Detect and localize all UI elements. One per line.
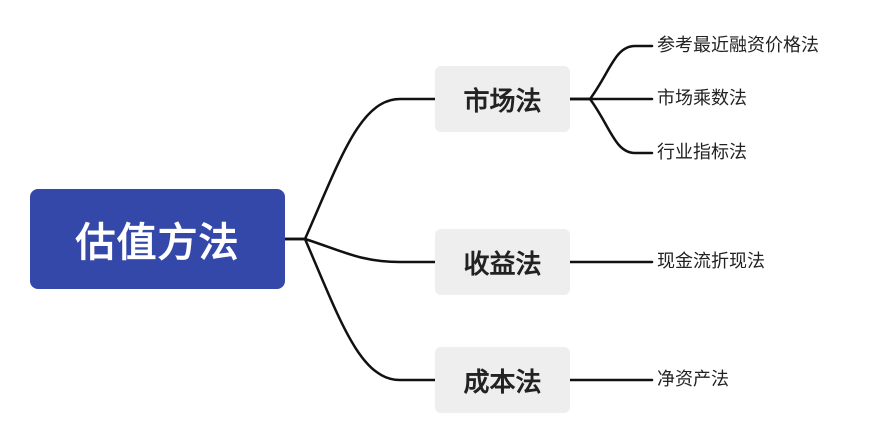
branch-label: 市场法 (463, 86, 542, 117)
leaf-node: 行业指标法 (657, 142, 747, 163)
branch-node-market: 市场法 (435, 66, 570, 132)
connector-root-income (283, 237, 437, 264)
root-label: 估值方法 (75, 220, 240, 266)
branch-node-income: 收益法 (435, 229, 570, 295)
leaf-node: 参考最近融资价格法 (657, 35, 819, 56)
connector-market-leaf-3 (568, 97, 654, 155)
connector-market-leaf-1 (568, 44, 654, 101)
branch-label: 成本法 (463, 367, 542, 398)
branch-label: 收益法 (463, 249, 542, 280)
branch-node-cost: 成本法 (435, 347, 570, 413)
leaf-node: 净资产法 (657, 369, 729, 390)
leaf-node: 市场乘数法 (657, 88, 747, 109)
leaf-node: 现金流折现法 (657, 251, 765, 272)
root-node: 估值方法 (30, 189, 285, 289)
connector-root-market (283, 97, 437, 241)
connector-root-cost (283, 237, 437, 382)
